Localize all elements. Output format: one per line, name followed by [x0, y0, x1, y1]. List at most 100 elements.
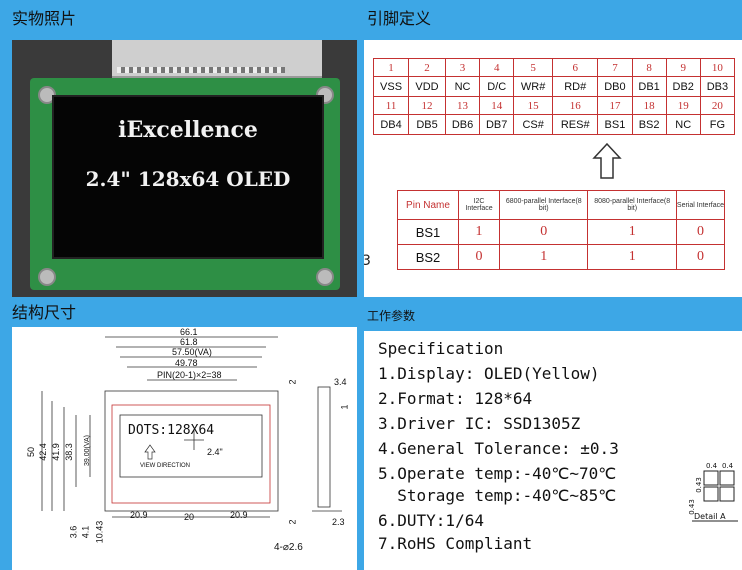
mount-hole — [316, 268, 334, 286]
pin-name: RD# — [552, 76, 599, 97]
bs-config-table: Pin Name I2C Interface 6800-parallel Int… — [397, 190, 726, 270]
dim-label: 2 — [287, 519, 298, 525]
detail-a-label: Detail A — [694, 512, 726, 521]
bs-header: 6800-parallel Interface(8 bit) — [499, 190, 589, 220]
bs-header: 8080-parallel Interface(8 bit) — [587, 190, 677, 220]
pin-name: DB7 — [479, 114, 515, 135]
pin-name: DB6 — [444, 114, 481, 135]
pin-name: CS# — [513, 114, 554, 135]
detail-dim: 0.4 — [706, 462, 718, 470]
dimension-drawing: 66.1 61.8 57.50(VA) 49.78 PIN(20-1)×2=38… — [12, 327, 357, 570]
photo-section-title: 实物照片 — [12, 9, 77, 28]
dimensions-section-title: 结构尺寸 — [12, 303, 77, 322]
pin-number: 13 — [444, 96, 481, 115]
pin-number: 3 — [444, 58, 481, 77]
pin-number: 14 — [479, 96, 515, 115]
pin-name: DB4 — [372, 114, 410, 135]
dim-label: 10.43 — [94, 520, 105, 544]
pin-name: BS2 — [631, 114, 667, 135]
size-label: 2.4" — [207, 447, 223, 457]
dim-label: 20.9 — [230, 510, 248, 520]
pin-name: DB3 — [699, 76, 736, 97]
spec-line: 4.General Tolerance: ±0.3 — [378, 439, 619, 458]
pin-number: 19 — [665, 96, 701, 115]
spec-line: Storage temp:-40℃~85℃ — [378, 486, 617, 505]
spec-title: Specification — [378, 339, 504, 358]
dim-label: 49.78 — [175, 358, 198, 368]
bs-value: 0 — [675, 244, 726, 270]
pin-name: VSS — [372, 76, 410, 97]
spec-line: 6.DUTY:1/64 — [378, 511, 484, 530]
dim-label: 50 — [26, 446, 37, 458]
pin-name: DB5 — [408, 114, 446, 135]
detail-a-drawing — [692, 470, 738, 522]
pin-number: 20 — [699, 96, 736, 115]
bs-header: Serial Interface — [675, 190, 726, 220]
spec-line: 1.Display: OLED(Yellow) — [378, 364, 600, 383]
dim-label: 41.9 — [50, 443, 61, 461]
bs-value: 1 — [587, 244, 677, 270]
bs-value: 1 — [587, 219, 677, 245]
pin-name: WR# — [513, 76, 554, 97]
spec-line: 3.Driver IC: SSD1305Z — [378, 414, 581, 433]
product-photo: iExcellence 2.4" 128x64 OLED — [12, 40, 357, 297]
pin-number: 10 — [699, 58, 736, 77]
spec-line: 5.Operate temp:-40℃~70℃ — [378, 464, 617, 483]
pin-number: 18 — [631, 96, 667, 115]
bs-row-label: BS2 — [397, 244, 459, 270]
oled-screen: iExcellence 2.4" 128x64 OLED — [52, 95, 324, 259]
pin-name: BS1 — [597, 114, 633, 135]
dim-label: 42.4 — [37, 443, 48, 461]
pin-number: 6 — [552, 58, 599, 77]
bs-row-label: BS1 — [397, 219, 459, 245]
bs-value: 1 — [457, 219, 501, 245]
pin-name: DB1 — [631, 76, 667, 97]
pin-name: FG — [699, 114, 736, 135]
dim-label: 2 — [287, 379, 298, 385]
stray-mark: 3 — [364, 253, 371, 269]
pin-name: RES# — [552, 114, 599, 135]
pin-name: NC — [665, 114, 701, 135]
pin-number: 12 — [408, 96, 446, 115]
dim-label: 39.00(VA) — [84, 435, 91, 466]
pin-name: NC — [444, 76, 481, 97]
bs-value: 0 — [499, 219, 589, 245]
dim-label: 20.9 — [130, 510, 148, 520]
up-arrow-icon — [592, 142, 622, 179]
mount-hole — [38, 268, 56, 286]
pinout-section-title: 引脚定义 — [367, 9, 432, 28]
spec-line: 7.RoHS Compliant — [378, 534, 533, 553]
bs-value: 1 — [499, 244, 589, 270]
dim-label: 20 — [184, 512, 195, 522]
bs-value: 0 — [457, 244, 501, 270]
pin-name: D/C — [479, 76, 515, 97]
bs-header: I2C Interface — [457, 190, 501, 220]
pin-number: 5 — [513, 58, 554, 77]
pin-name: DB2 — [665, 76, 701, 97]
screen-brand-text: iExcellence — [118, 117, 258, 143]
dim-label: 66.1 — [180, 327, 198, 337]
view-direction-label: VIEW DIRECTION — [140, 463, 191, 469]
pin-number: 1 — [372, 58, 410, 77]
dim-label: 57.50(VA) — [172, 347, 212, 357]
pin-number: 11 — [372, 96, 410, 115]
detail-dim: 0.43 — [694, 477, 703, 493]
dimension-lines — [41, 336, 342, 518]
dim-label: 3.6 — [68, 525, 79, 539]
dim-label: PIN(20-1)×2=38 — [157, 370, 222, 380]
dim-label: 38.3 — [63, 443, 74, 461]
bs-value: 0 — [675, 219, 726, 245]
pin-number: 7 — [597, 58, 633, 77]
pin-number: 4 — [479, 58, 515, 77]
dim-label: 4.1 — [80, 525, 91, 539]
pin-number: 16 — [552, 96, 599, 115]
screen-model-text: 2.4" 128x64 OLED — [85, 167, 291, 191]
dim-label: 61.8 — [180, 337, 198, 347]
dim-label: 3.4 — [334, 377, 347, 387]
bs-header: Pin Name — [397, 190, 459, 220]
pin-name: DB0 — [597, 76, 633, 97]
pin-number: 9 — [665, 58, 701, 77]
hole-label: 4-⌀2.6 — [274, 542, 303, 553]
specification-panel: Specification 1.Display: OLED(Yellow) 2.… — [364, 331, 742, 570]
